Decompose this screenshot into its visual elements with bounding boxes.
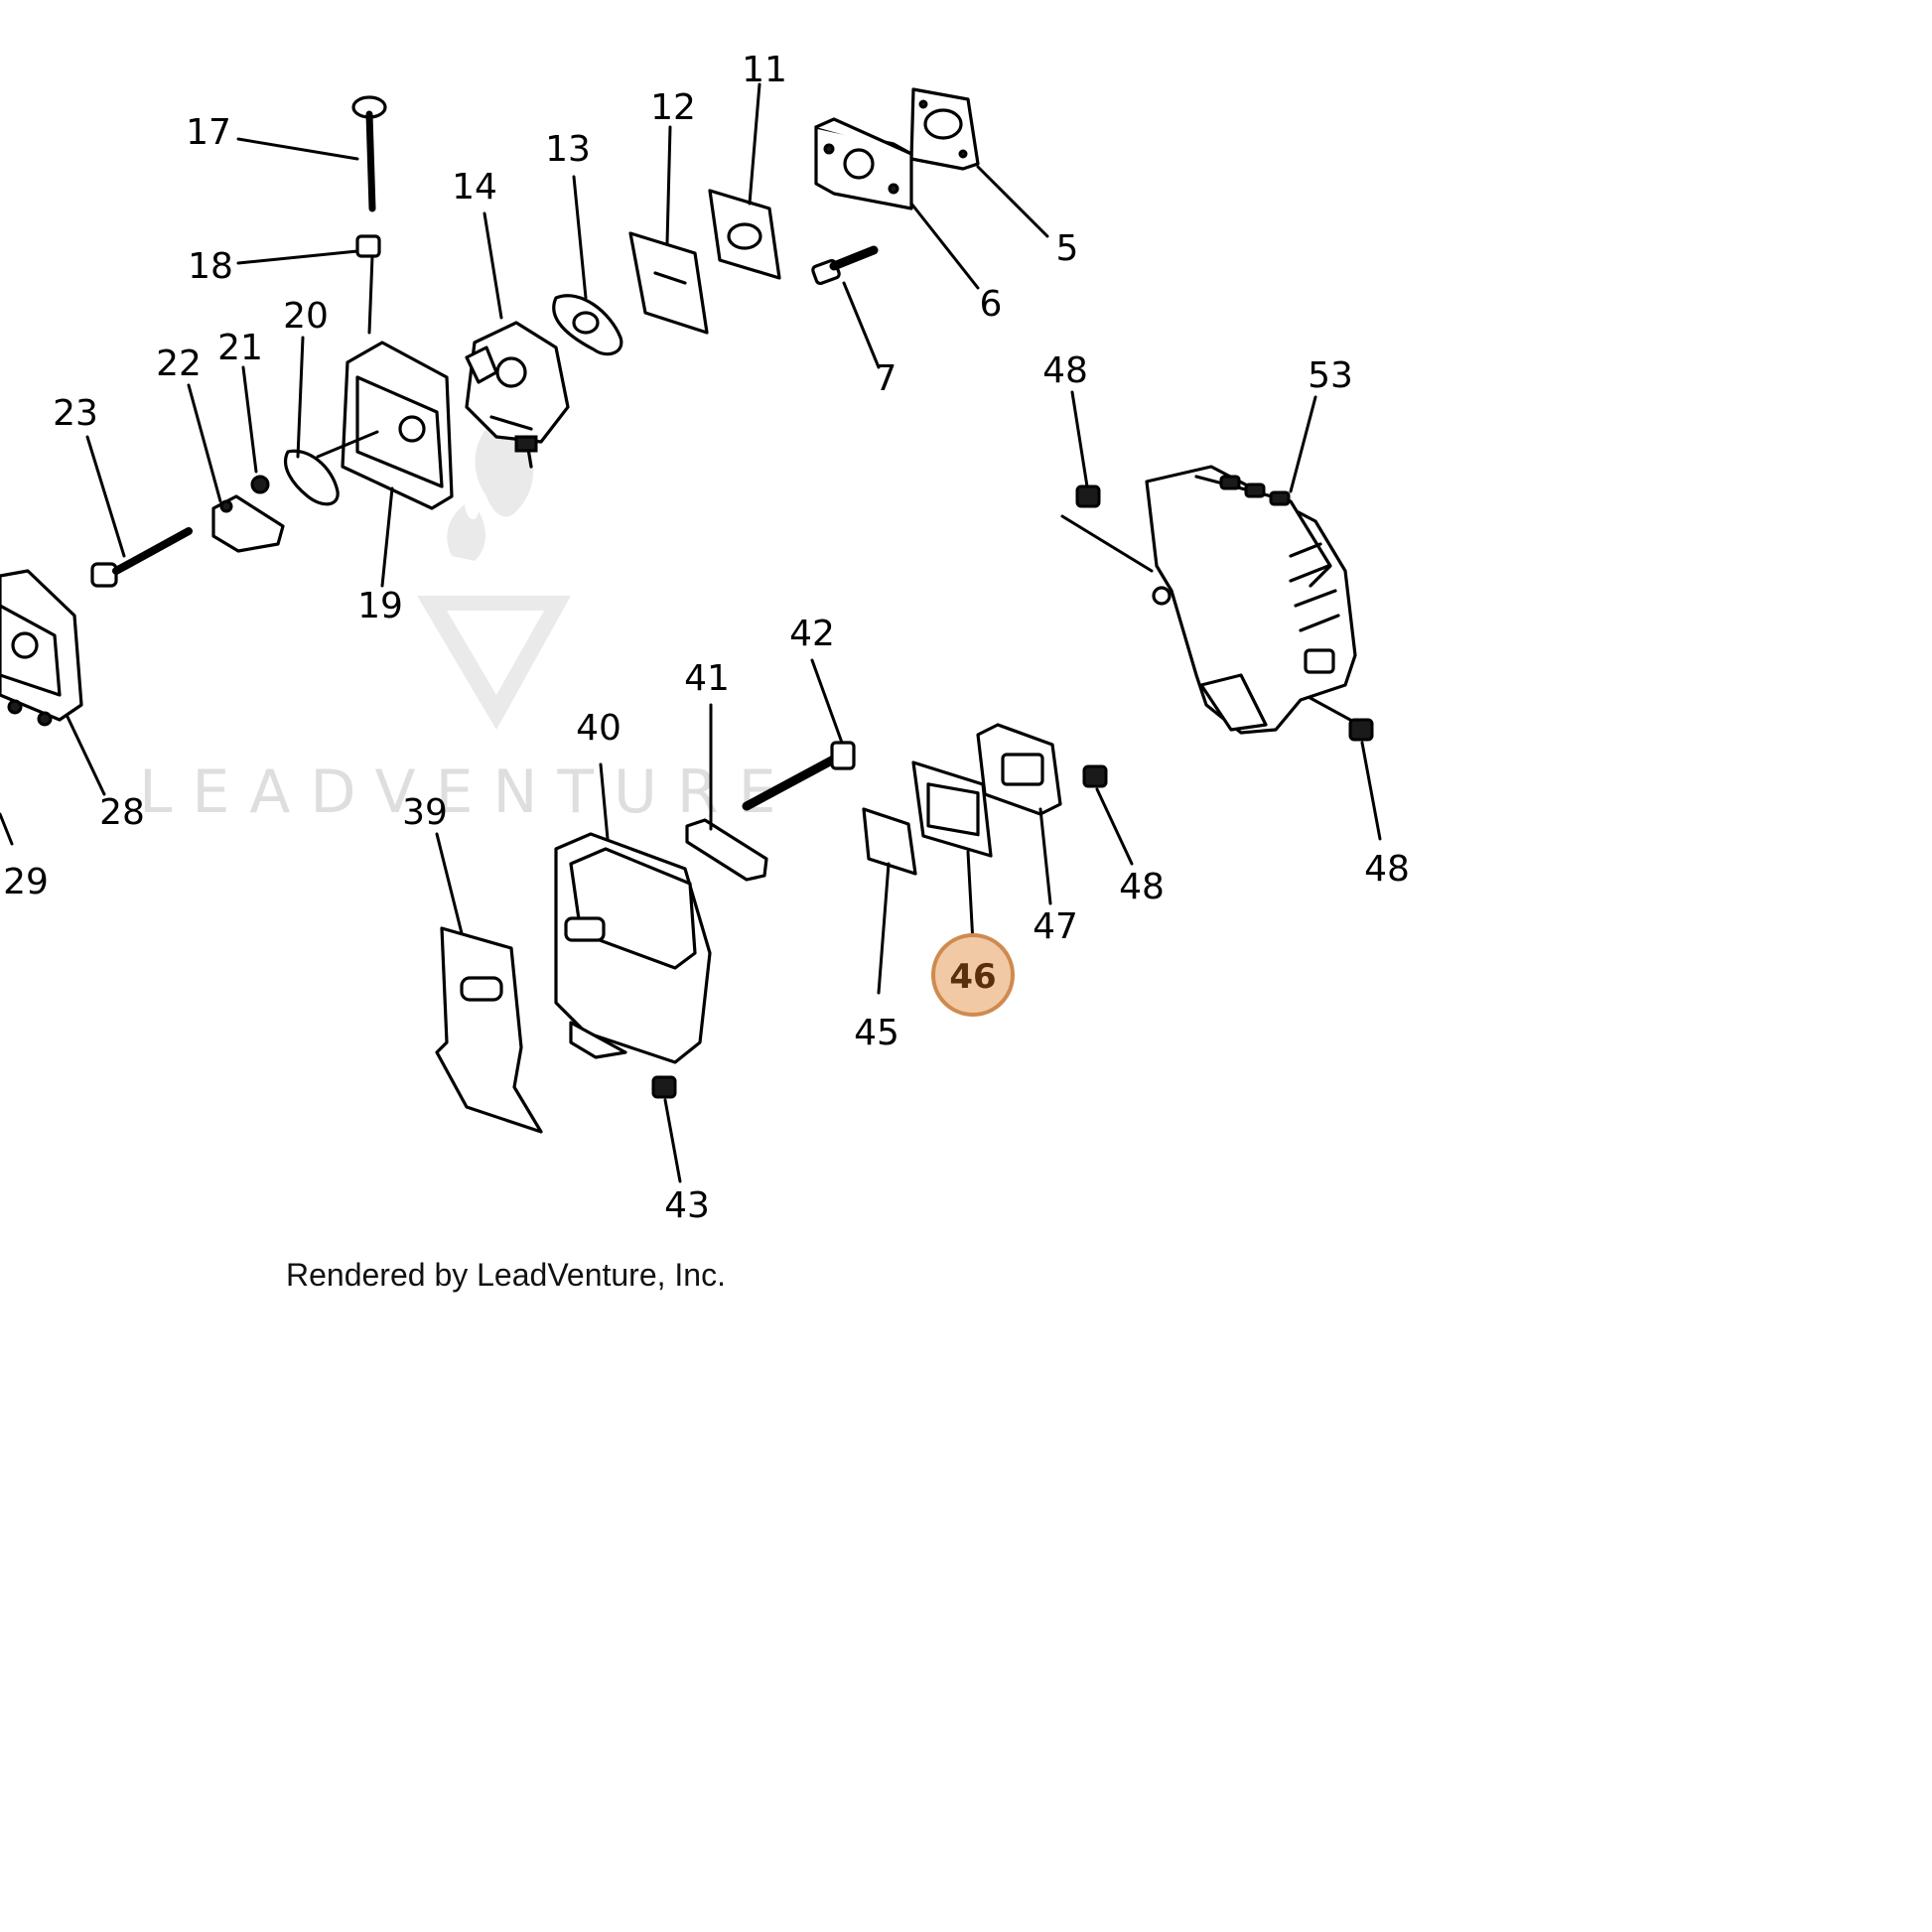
- label-part-39: 39: [402, 792, 448, 833]
- label-part-20: 20: [283, 296, 329, 337]
- leader-7: [842, 281, 881, 369]
- leader-18: [236, 249, 359, 265]
- label-part-40: 40: [576, 708, 621, 749]
- part-47-flange[interactable]: 47: [976, 723, 1078, 947]
- label-part-12: 12: [650, 87, 696, 128]
- part-21-nut[interactable]: 21: [217, 328, 270, 494]
- leader-40: [599, 762, 610, 841]
- leader-45: [877, 862, 891, 995]
- leader-6: [909, 202, 980, 290]
- label-part-13: 13: [545, 129, 591, 170]
- part-39-heat-shield[interactable]: 39: [402, 792, 543, 1134]
- part-19-filter-case[interactable]: 19: [341, 341, 454, 626]
- leader-19: [380, 486, 394, 588]
- label-part-5: 5: [1056, 228, 1079, 269]
- part-13-gasket[interactable]: 13: [545, 129, 623, 356]
- label-part-28: 28: [99, 792, 145, 833]
- part-22-bracket[interactable]: 22: [156, 344, 285, 553]
- watermark-text: LEADVENTURE: [139, 758, 796, 827]
- label-part-7: 7: [875, 358, 897, 399]
- part-42-bolt[interactable]: 42: [742, 614, 856, 811]
- label-part-42: 42: [789, 614, 835, 654]
- label-part-47: 47: [1033, 906, 1078, 947]
- label-part-43: 43: [664, 1185, 710, 1226]
- label-part-41: 41: [684, 658, 730, 699]
- leader-23: [85, 435, 126, 558]
- part-5-gasket[interactable]: 5: [909, 87, 1079, 269]
- part-53-cylinder-cover[interactable]: 53: [1145, 355, 1357, 735]
- label-part-11: 11: [742, 50, 787, 90]
- leader-20: [296, 336, 305, 459]
- leader-47: [1038, 807, 1052, 905]
- part-18-bushing[interactable]: 18: [188, 234, 381, 335]
- part-48-screw-b[interactable]: 48: [1082, 764, 1165, 907]
- leader-13: [572, 175, 588, 300]
- leader-48b: [1095, 787, 1134, 866]
- credit-text: Rendered by LeadVenture, Inc.: [286, 1257, 726, 1293]
- leader-39: [435, 832, 464, 935]
- watermark-logo: LEADVENTURE: [139, 417, 796, 827]
- label-part-17: 17: [186, 112, 231, 153]
- part-48-screw-c[interactable]: 48: [1294, 688, 1410, 890]
- part-7-bolt[interactable]: 7: [811, 245, 897, 399]
- leader-11: [748, 82, 761, 206]
- part-48-screw-a[interactable]: 48: [1042, 350, 1154, 573]
- part-28-cover[interactable]: 28: [0, 569, 145, 833]
- leader-5: [976, 165, 1049, 238]
- leader-14: [483, 211, 503, 320]
- label-part-45: 45: [854, 1013, 899, 1053]
- leader-42: [810, 658, 844, 745]
- part-23-bolt[interactable]: 23: [53, 393, 193, 588]
- part-29[interactable]: 29: [0, 812, 49, 902]
- part-43-screw[interactable]: 43: [651, 1075, 710, 1226]
- leader-12: [665, 125, 672, 245]
- part-40-muffler[interactable]: 40: [554, 708, 712, 1064]
- label-part-48a: 48: [1042, 350, 1088, 391]
- leader-53: [1289, 395, 1317, 493]
- label-part-19: 19: [357, 586, 403, 626]
- highlight-marker: [931, 933, 1015, 1017]
- leader-43: [663, 1098, 682, 1183]
- part-11-gasket[interactable]: 11: [708, 50, 787, 280]
- leader-17: [236, 137, 359, 161]
- label-part-53: 53: [1308, 355, 1353, 396]
- label-part-29: 29: [3, 862, 49, 902]
- label-part-6: 6: [980, 284, 1003, 325]
- part-6-insulator[interactable]: 6: [814, 117, 1003, 325]
- part-45-plate[interactable]: 45: [854, 807, 917, 1053]
- label-part-18: 18: [188, 246, 233, 287]
- part-46-gasket[interactable]: 46: [911, 760, 1015, 1017]
- part-17-choke[interactable]: 17: [186, 95, 387, 212]
- part-20-filter-element[interactable]: 20: [283, 296, 379, 506]
- part-14-carburetor[interactable]: 14: [452, 167, 570, 469]
- part-12-plate[interactable]: 12: [628, 87, 709, 335]
- leader-28: [66, 715, 106, 796]
- label-part-14: 14: [452, 167, 497, 207]
- label-part-46: 46: [949, 957, 996, 997]
- leader-29: [0, 812, 14, 846]
- leader-46: [966, 850, 975, 945]
- leader-48c: [1360, 741, 1382, 841]
- leader-48a: [1070, 390, 1089, 488]
- label-part-21: 21: [217, 328, 263, 368]
- label-part-22: 22: [156, 344, 202, 384]
- label-part-23: 23: [53, 393, 98, 434]
- label-part-48b: 48: [1119, 867, 1165, 907]
- label-part-48c: 48: [1364, 849, 1410, 890]
- part-41-plate[interactable]: 41: [684, 658, 768, 882]
- leader-22: [187, 383, 222, 503]
- leader-21: [241, 365, 258, 474]
